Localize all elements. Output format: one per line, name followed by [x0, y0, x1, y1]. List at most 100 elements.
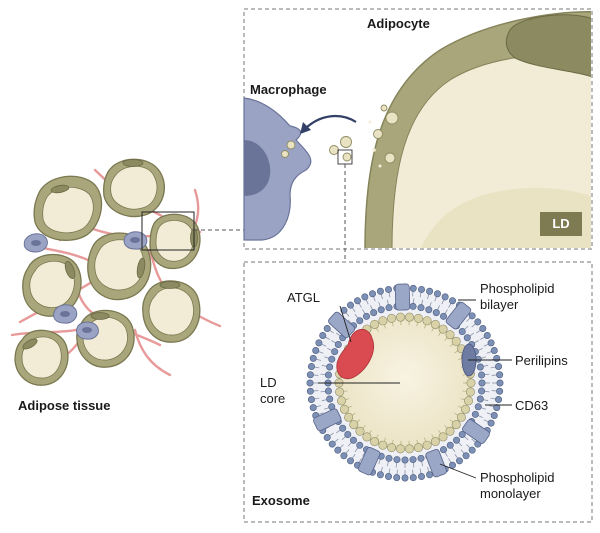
cd63-protein [445, 301, 472, 330]
bilayer-inner-head [409, 302, 417, 310]
exosome-illustration [306, 283, 504, 482]
bilayer-inner-head [478, 387, 486, 395]
monolayer-head [355, 426, 365, 436]
bilayer-inner-head [463, 334, 471, 342]
bilayer-outer-head [426, 287, 434, 295]
zoom-box [141, 211, 195, 251]
bilayer-outer-head [401, 474, 409, 482]
bilayer-outer-head [483, 331, 491, 339]
bilayer-outer-head [496, 387, 504, 395]
bilayer-outer-head [490, 411, 498, 419]
phospholipid-bilayer-label-line2: bilayer [480, 297, 519, 312]
bilayer-outer-head [493, 354, 501, 362]
bilayer-inner-head [339, 424, 347, 432]
monolayer-head [405, 312, 415, 322]
bilayer-inner-head [446, 441, 454, 449]
bilayer-inner-head [356, 317, 364, 325]
bilayer-inner-head [471, 410, 479, 418]
monolayer-head [405, 444, 415, 454]
monolayer-head [430, 437, 440, 447]
adipose-tissue-illustration [10, 158, 222, 386]
phospholipid-monolayer-label-line1: Phospholipid [480, 470, 555, 485]
bilayer-outer-head [312, 347, 320, 355]
adipocyte-label: Adipocyte [367, 16, 430, 31]
bilayer-outer-head [307, 395, 315, 403]
bilayer-inner-head [439, 446, 447, 454]
bilayer-outer-head [347, 457, 355, 465]
monolayer-head [387, 443, 397, 453]
monolayer-head [344, 412, 354, 422]
monolayer-head [438, 324, 448, 334]
bilayer-outer-head [369, 290, 377, 298]
adipocyte-panel [243, 8, 593, 250]
bilayer-outer-head [487, 339, 495, 347]
exosome-label: Exosome [252, 493, 310, 508]
atgl-label: ATGL [287, 290, 320, 305]
bilayer-inner-head [334, 340, 342, 348]
bilayer-outer-head [468, 446, 476, 454]
bilayer-outer-head [441, 293, 449, 301]
bilayer-inner-head [326, 363, 334, 371]
monolayer-head [387, 313, 397, 323]
bilayer-outer-head [353, 297, 361, 305]
cd63-protein [462, 419, 490, 444]
monolayer-head [395, 312, 405, 322]
bilayer-inner-head [432, 309, 440, 317]
bilayer-outer-head [385, 473, 393, 481]
bilayer-inner-head [370, 309, 378, 317]
bilayer-outer-head [309, 354, 317, 362]
bilayer-outer-head [347, 301, 355, 309]
bilayer-inner-head [476, 363, 484, 371]
bilayer-inner-head [476, 395, 484, 403]
atgl-protein [336, 329, 374, 380]
monolayer-head [413, 443, 423, 453]
bilayer-outer-head [361, 293, 369, 301]
bilayer-outer-head [340, 306, 348, 314]
bilayer-inner-head [362, 312, 370, 320]
monolayer-head [370, 437, 380, 447]
monolayer-head [349, 420, 359, 430]
perilipins-label: Perilipins [515, 353, 568, 368]
cd63-protein [358, 447, 381, 476]
bilayer-inner-head [417, 454, 425, 462]
monolayer-head [370, 319, 380, 329]
bilayer-outer-head [479, 325, 487, 333]
phospholipid-bilayer-label-line1: Phospholipid [480, 281, 555, 296]
bilayer-inner-head [377, 306, 385, 314]
bilayer-outer-head [385, 285, 393, 293]
cd63-label: CD63 [515, 398, 549, 413]
monolayer-head [395, 444, 405, 454]
bilayer-inner-head [409, 456, 417, 464]
phospholipid-monolayer-label-line2: monolayer [480, 486, 541, 501]
bilayer-inner-head [385, 304, 393, 312]
bilayer-outer-head [376, 287, 384, 295]
bilayer-outer-head [306, 387, 314, 395]
ld-core-label-line2: core [260, 391, 286, 406]
bilayer-outer-head [393, 474, 401, 482]
bilayer-outer-head [462, 452, 470, 460]
bilayer-inner-head [385, 454, 393, 462]
bilayer-inner-head [474, 403, 482, 411]
bilayer-inner-head [349, 436, 357, 444]
monolayer-head [456, 412, 466, 422]
cd63-protein [394, 283, 411, 311]
bilayer-outer-head [487, 419, 495, 427]
bilayer-outer-head [340, 452, 348, 460]
monolayer-head [339, 404, 349, 414]
bilayer-outer-head [307, 363, 315, 371]
bilayer-inner-head [458, 327, 466, 335]
leader-lines [318, 299, 512, 479]
adipose-tissue-label: Adipose tissue [18, 398, 111, 413]
monolayer-head [451, 336, 461, 346]
monolayer-head [335, 387, 345, 397]
bilayer-outer-head [315, 339, 323, 347]
macrophage-label: Macrophage [250, 82, 327, 97]
monolayer-head [422, 316, 432, 326]
bilayer-inner-head [344, 431, 352, 439]
ld-badge: LD [540, 212, 582, 236]
bilayer-outer-head [409, 284, 417, 292]
bilayer-outer-head [490, 347, 498, 355]
bilayer-inner-head [478, 379, 486, 387]
monolayer-head [464, 396, 474, 406]
